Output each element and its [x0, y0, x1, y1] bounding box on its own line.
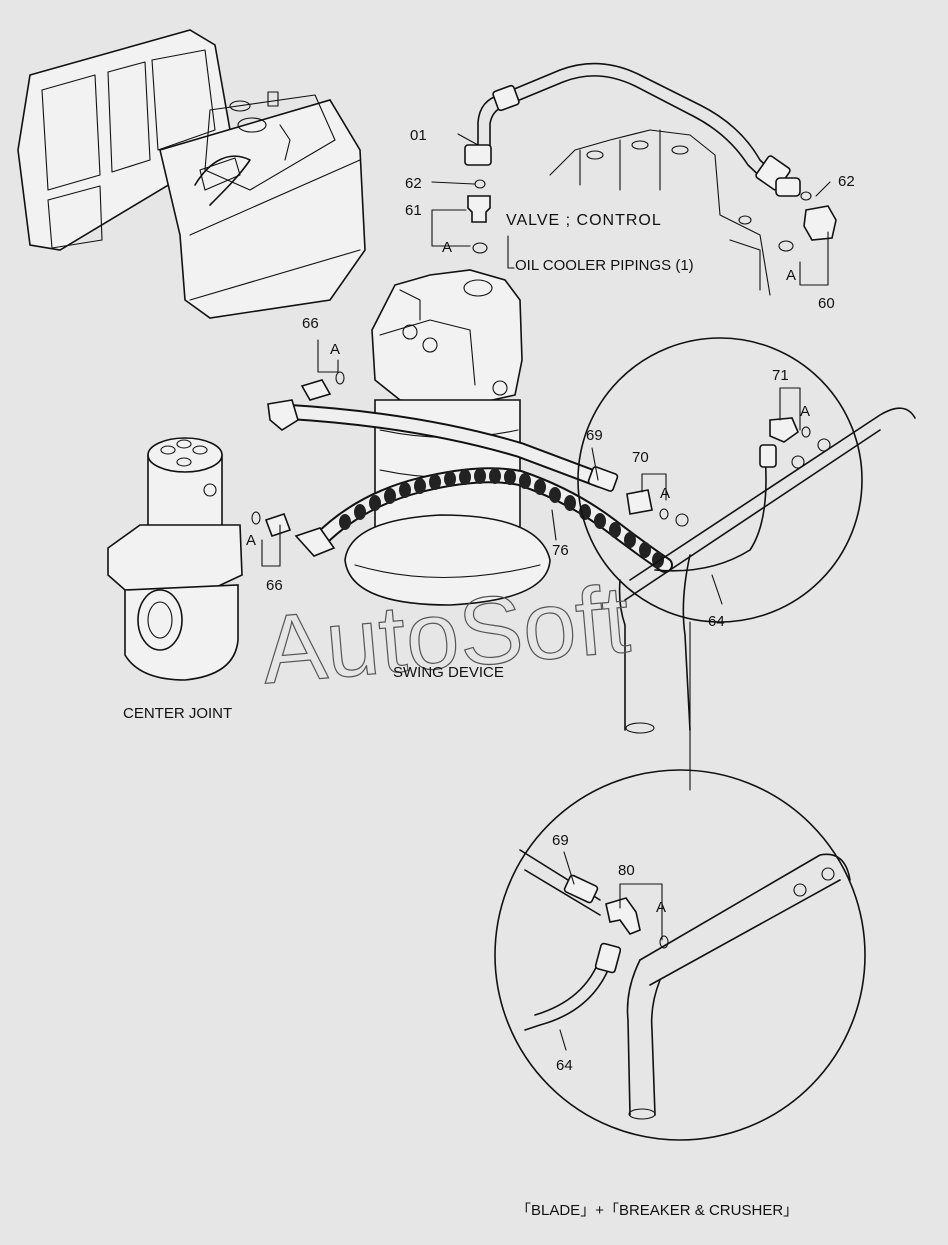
hose-segment-14 [534, 479, 546, 495]
label-center-joint: CENTER JOINT [123, 705, 232, 722]
hose-segment-8 [444, 471, 456, 487]
hose-segment-22 [652, 552, 664, 568]
callout-a-60: A [786, 267, 796, 284]
callout-a-61: A [442, 239, 452, 256]
hose-segment-9 [459, 469, 471, 485]
hose-segment-4 [384, 488, 396, 504]
callout-brackets [261, 133, 831, 1051]
excavator-illustration [17, 29, 366, 319]
callout-a-66-upper: A [330, 341, 340, 358]
callout-a-70: A [660, 485, 670, 502]
part-number-70: 70 [632, 449, 649, 466]
fitting-66-lower [251, 511, 292, 538]
part-number-76: 76 [552, 542, 569, 559]
hose-segment-21 [639, 542, 651, 558]
detail-circle-lower [494, 769, 866, 1141]
hose-segment-1 [339, 514, 351, 530]
watermark-text: AutoSoft [257, 566, 633, 705]
fitting-61-62 [467, 179, 491, 254]
hose-segment-10 [474, 468, 486, 484]
part-number-62-right: 62 [838, 173, 855, 190]
part-number-69-upper: 69 [586, 427, 603, 444]
callout-a-80: A [656, 899, 666, 916]
center-joint-illustration [107, 437, 243, 681]
hose-segment-18 [594, 513, 606, 529]
part-number-60: 60 [818, 295, 835, 312]
part-number-69-lower: 69 [552, 832, 569, 849]
hose-segment-15 [549, 487, 561, 503]
hose-segment-6 [414, 478, 426, 494]
part-number-80: 80 [618, 862, 635, 879]
part-number-61: 61 [405, 202, 422, 219]
part-number-66-lower: 66 [266, 577, 283, 594]
part-number-64-lower: 64 [556, 1057, 573, 1074]
part-number-62-left: 62 [405, 175, 422, 192]
hose-segment-5 [399, 482, 411, 498]
part-number-01: 01 [410, 127, 427, 144]
hose-segment-13 [519, 473, 531, 489]
label-footer-options: 「BLADE」+「BREAKER & CRUSHER」 [516, 1202, 798, 1219]
callout-a-66-lower: A [246, 532, 256, 549]
swing-device-illustration [344, 269, 551, 606]
oil-cooler-pipe [464, 62, 801, 197]
hose-segment-20 [624, 532, 636, 548]
hose-segment-3 [369, 495, 381, 511]
detail-circle-upper [577, 337, 916, 734]
label-oil-cooler-pipings: OIL COOLER PIPINGS (1) [515, 257, 694, 274]
part-number-64-upper: 64 [708, 613, 725, 630]
hose-segment-11 [489, 468, 501, 484]
swing-hose-upper [267, 399, 619, 492]
part-number-71: 71 [772, 367, 789, 384]
hose-segment-12 [504, 469, 516, 485]
label-swing-device: SWING DEVICE [393, 664, 504, 681]
fitting-66-upper [300, 371, 345, 401]
hose-segment-19 [609, 522, 621, 538]
hose-76-coiled [294, 467, 673, 573]
callout-a-71: A [800, 403, 810, 420]
hose-segment-16 [564, 495, 576, 511]
label-valve-control: VALVE ; CONTROL [506, 212, 662, 229]
hose-segment-2 [354, 504, 366, 520]
hose-segment-7 [429, 474, 441, 490]
part-number-66-upper: 66 [302, 315, 319, 332]
